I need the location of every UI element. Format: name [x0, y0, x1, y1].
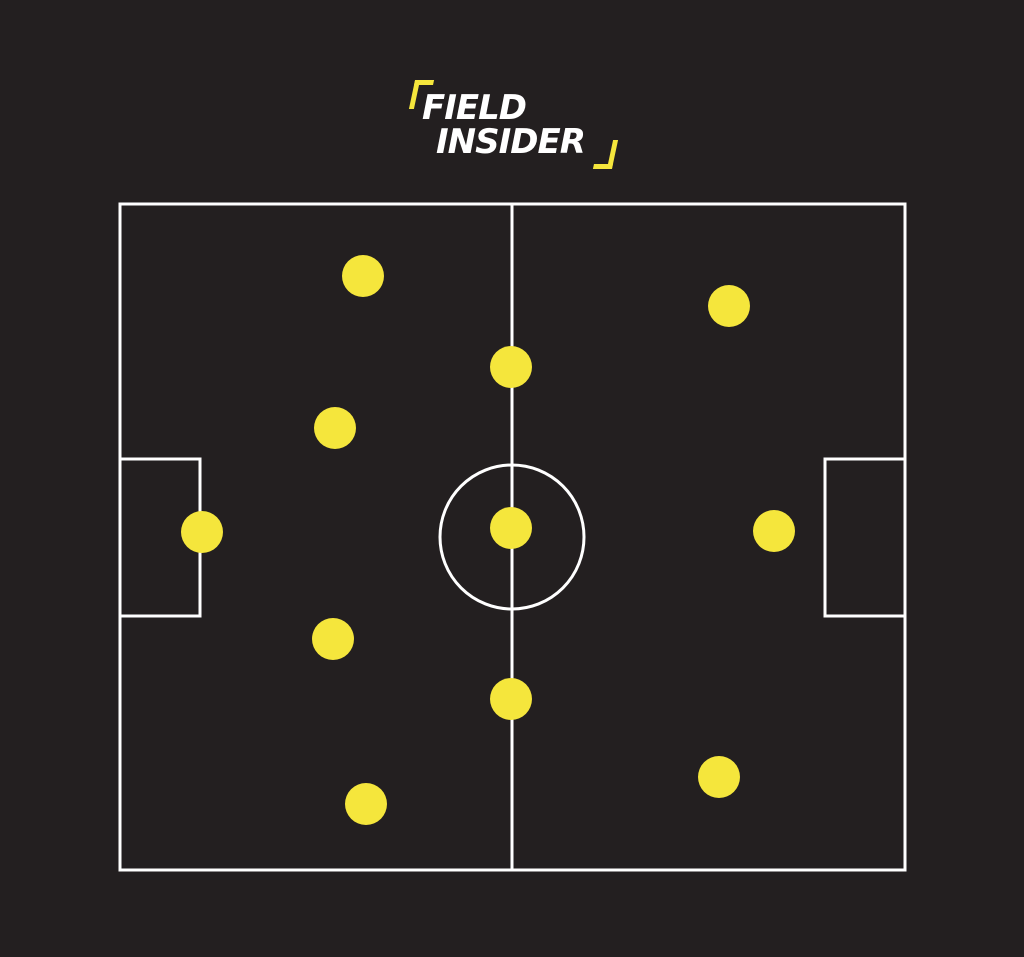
logo-text-line-2: INSIDER — [436, 122, 586, 162]
player-marker-left-goalkeeper — [181, 511, 223, 553]
player-marker-left-defender-1 — [342, 255, 384, 297]
player-marker-center-forward-middle — [490, 507, 532, 549]
center-circle — [438, 463, 586, 611]
player-marker-left-defender-2 — [314, 407, 356, 449]
player-marker-right-player-top — [708, 285, 750, 327]
player-marker-right-goalkeeper — [753, 510, 795, 552]
logo-text-line-1: FIELD — [422, 88, 527, 128]
player-marker-center-forward-top — [490, 346, 532, 388]
player-marker-center-forward-bottom — [490, 678, 532, 720]
player-marker-right-player-bottom — [698, 756, 740, 798]
player-marker-left-defender-4 — [345, 783, 387, 825]
field-insider-logo: FIELD INSIDER — [408, 78, 619, 172]
player-markers — [181, 255, 795, 825]
player-marker-left-defender-3 — [312, 618, 354, 660]
right-penalty-box — [823, 457, 907, 618]
